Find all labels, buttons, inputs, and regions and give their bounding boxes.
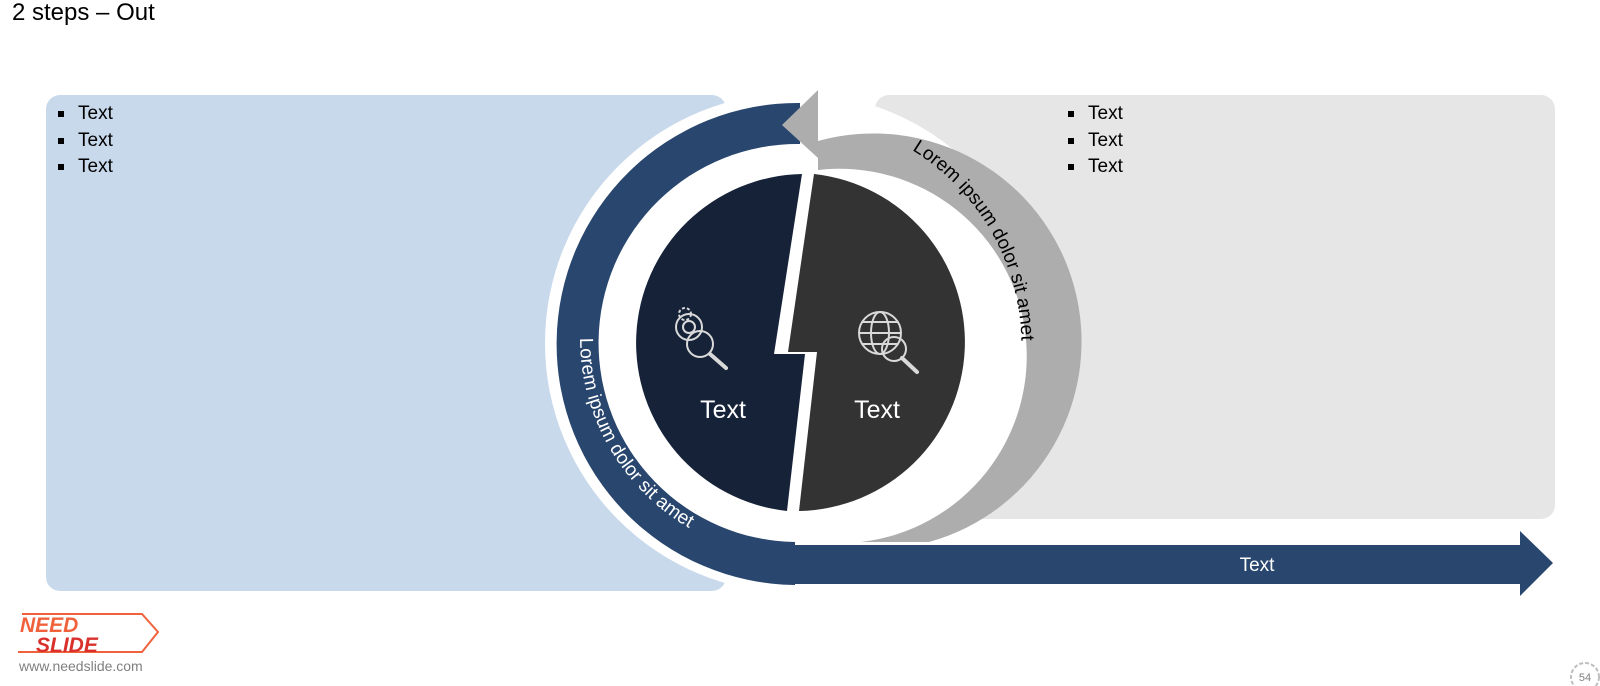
svg-text:SLIDE: SLIDE [36, 634, 99, 656]
right-bullet-item: Text [1068, 101, 1123, 128]
website-url: www.needslide.com [19, 658, 143, 674]
globe-magnifier-icon [858, 311, 919, 374]
needslide-logo: NEED SLIDE [18, 613, 160, 656]
svg-text:NEED: NEED [20, 614, 78, 637]
navy-outer-arc [556, 102, 800, 586]
right-bullet-item: Text [1068, 128, 1123, 155]
inner-right-label: Text [854, 396, 900, 424]
out-arrow [795, 531, 1553, 596]
left-bullet-list: Text Text Text [58, 101, 113, 181]
left-panel [46, 95, 726, 591]
left-bullet-item: Text [58, 101, 113, 128]
page-number: 54 [1579, 672, 1591, 684]
grey-arrow-head [782, 90, 818, 158]
right-bullet-item: Text [1068, 154, 1123, 181]
right-bullet-list: Text Text Text [1068, 101, 1123, 181]
inner-right-half [788, 174, 965, 511]
left-bullet-item: Text [58, 154, 113, 181]
gear-magnifier-icon [675, 307, 728, 370]
inner-left-label: Text [700, 396, 746, 424]
inner-left-half [636, 174, 805, 511]
slide-title: 2 steps – Out [12, 0, 155, 26]
page-number-badge: 54 [1570, 662, 1600, 686]
grey-outer-arc [818, 133, 1082, 543]
left-bullet-item: Text [58, 128, 113, 155]
out-arrow-label: Text [1240, 555, 1276, 576]
